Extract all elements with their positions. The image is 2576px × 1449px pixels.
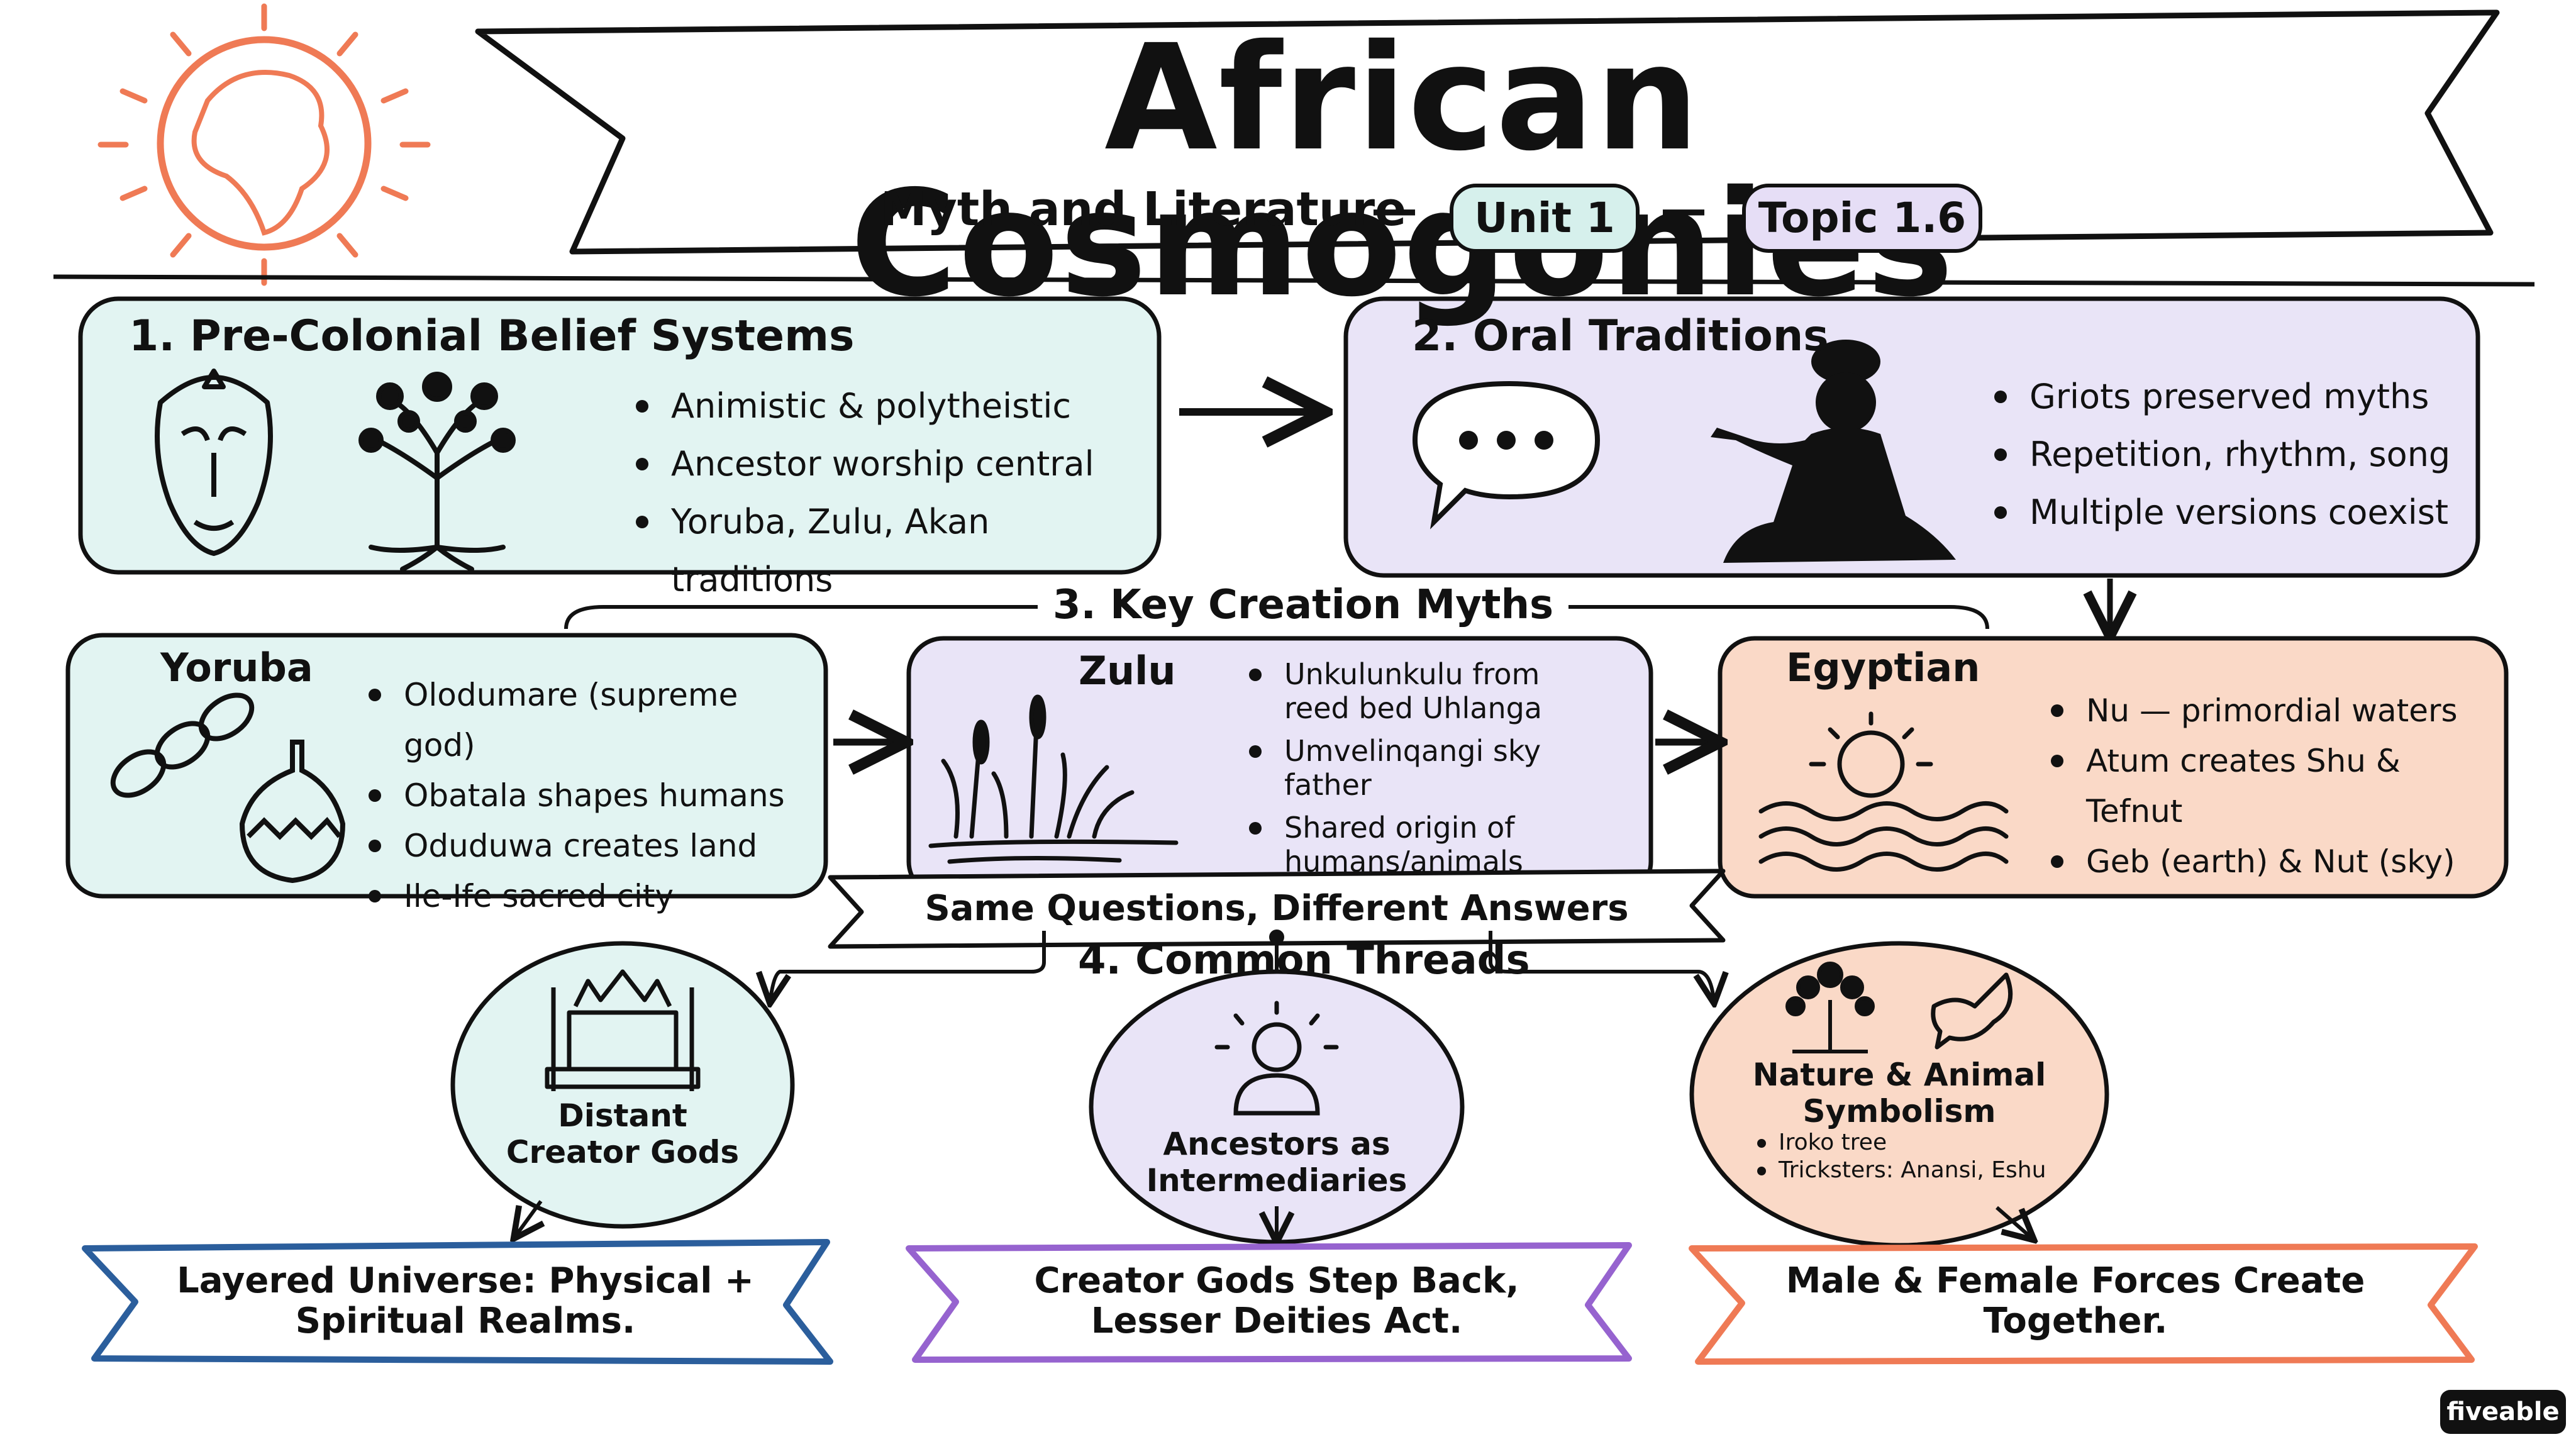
- section1-bullet: Ancestor worship central: [632, 435, 1148, 493]
- page-title: African Cosmogonies: [850, 13, 1955, 329]
- yoruba-list: Olodumare (supreme god) Obatala shapes h…: [365, 670, 818, 921]
- section1-bullet: Yoruba, Zulu, Akan traditions: [632, 493, 1148, 609]
- reeds-icon: [928, 694, 1179, 864]
- unit-badge: Unit 1: [1450, 184, 1640, 253]
- yoruba-bullet: Ile-Ife sacred city: [365, 871, 818, 921]
- nature-tree-icon: [1785, 962, 1875, 1053]
- throne-icon: [545, 969, 701, 1091]
- topic-badge: Topic 1.6: [1742, 184, 1982, 253]
- same-questions-banner: [828, 869, 1726, 949]
- tree-icon: [358, 372, 516, 572]
- ribbon-3-shape: [1689, 1243, 2478, 1365]
- person-glow-icon: [1214, 1001, 1339, 1116]
- circle-nature-label: Nature & Animal Symbolism: [1752, 1057, 2046, 1130]
- fiveable-logo: fiveable: [2440, 1390, 2566, 1434]
- egyptian-title: Egyptian: [1786, 645, 1980, 691]
- globe-sun-icon: [97, 3, 431, 286]
- section3-title: 3. Key Creation Myths: [1038, 582, 1569, 628]
- section1-list: Animistic & polytheistic Ancestor worshi…: [632, 377, 1148, 609]
- page-subtitle: Myth and Literature: [880, 182, 1407, 236]
- ribbon-2-shape: [906, 1242, 1632, 1363]
- zulu-title: Zulu: [1079, 648, 1176, 694]
- circle-ancestors-label: Ancestors as Intermediaries: [1146, 1126, 1407, 1199]
- section2-box: [1343, 296, 2480, 578]
- zulu-bullet: Unkulunkulu from reed bed Uhlanga: [1245, 657, 1597, 725]
- title-banner: [475, 9, 2500, 255]
- ribbon-1-text: Layered Universe: Physical + Spiritual R…: [177, 1260, 754, 1341]
- sun-waves-icon: [1758, 711, 2009, 872]
- section1-title: 1. Pre-Colonial Belief Systems: [129, 311, 855, 361]
- circle-creator-gods-label: Distant Creator Gods: [506, 1097, 740, 1170]
- yoruba-bullet: Oduduwa creates land: [365, 821, 818, 871]
- bird-icon: [1931, 972, 2013, 1050]
- section1-box: [78, 296, 1162, 575]
- nature-bullet: Iroko tree: [1755, 1129, 2057, 1157]
- zulu-bullet: Shared origin of humans/animals: [1245, 811, 1597, 879]
- ribbon-3-text: Male & Female Forces Create Together.: [1785, 1260, 2365, 1341]
- arrow-to-ribbon-3: [1996, 1206, 2031, 1238]
- mask-icon: [155, 369, 273, 556]
- section2-bullet: Griots preserved myths: [1990, 368, 2468, 426]
- chain-icon: [110, 692, 255, 798]
- yoruba-bullet: Obatala shapes humans: [365, 770, 818, 821]
- same-questions-text: Same Questions, Different Answers: [924, 888, 1629, 929]
- section2-title: 2. Oral Traditions: [1412, 311, 1829, 361]
- section1-bullet: Animistic & polytheistic: [632, 377, 1148, 435]
- ribbon-2-text: Creator Gods Step Back, Lesser Deities A…: [1034, 1260, 1519, 1341]
- egyptian-bullet: Nu — primordial waters: [2047, 686, 2500, 736]
- yoruba-bullet: Olodumare (supreme god): [365, 670, 818, 770]
- section2-bullet: Multiple versions coexist: [1990, 484, 2468, 541]
- circle-nature-list: Iroko tree Tricksters: Anansi, Eshu: [1755, 1129, 2057, 1184]
- zulu-list: Unkulunkulu from reed bed Uhlanga Umveli…: [1245, 657, 1597, 887]
- section4-title: 4. Common Threads: [1078, 937, 1530, 984]
- egyptian-bullet: Geb (earth) & Nut (sky): [2047, 836, 2500, 887]
- thread-left-connector: [770, 931, 1046, 1000]
- header-divider: [53, 274, 2535, 287]
- egyptian-list: Nu — primordial waters Atum creates Shu …: [2047, 686, 2500, 887]
- section2-bullet: Repetition, rhythm, song: [1990, 426, 2468, 484]
- egyptian-bullet: Atum creates Shu & Tefnut: [2047, 736, 2500, 836]
- yoruba-title: Yoruba: [160, 645, 313, 691]
- gourd-icon: [239, 740, 346, 884]
- griot-figure-icon: [1711, 340, 1956, 563]
- ribbon-1-shape: [82, 1239, 833, 1365]
- thread-right-connector: [1489, 931, 1714, 1000]
- header-dash-1: —: [1371, 182, 1418, 236]
- nature-bullet: Tricksters: Anansi, Eshu: [1755, 1157, 2057, 1184]
- section2-list: Griots preserved myths Repetition, rhyth…: [1990, 368, 2468, 541]
- speech-bubble-icon: [1412, 380, 1601, 530]
- zulu-bullet: Umvelinqangi sky father: [1245, 734, 1597, 802]
- header-dash-2: —: [1660, 182, 1707, 236]
- arrow-to-ribbon-1: [516, 1200, 541, 1236]
